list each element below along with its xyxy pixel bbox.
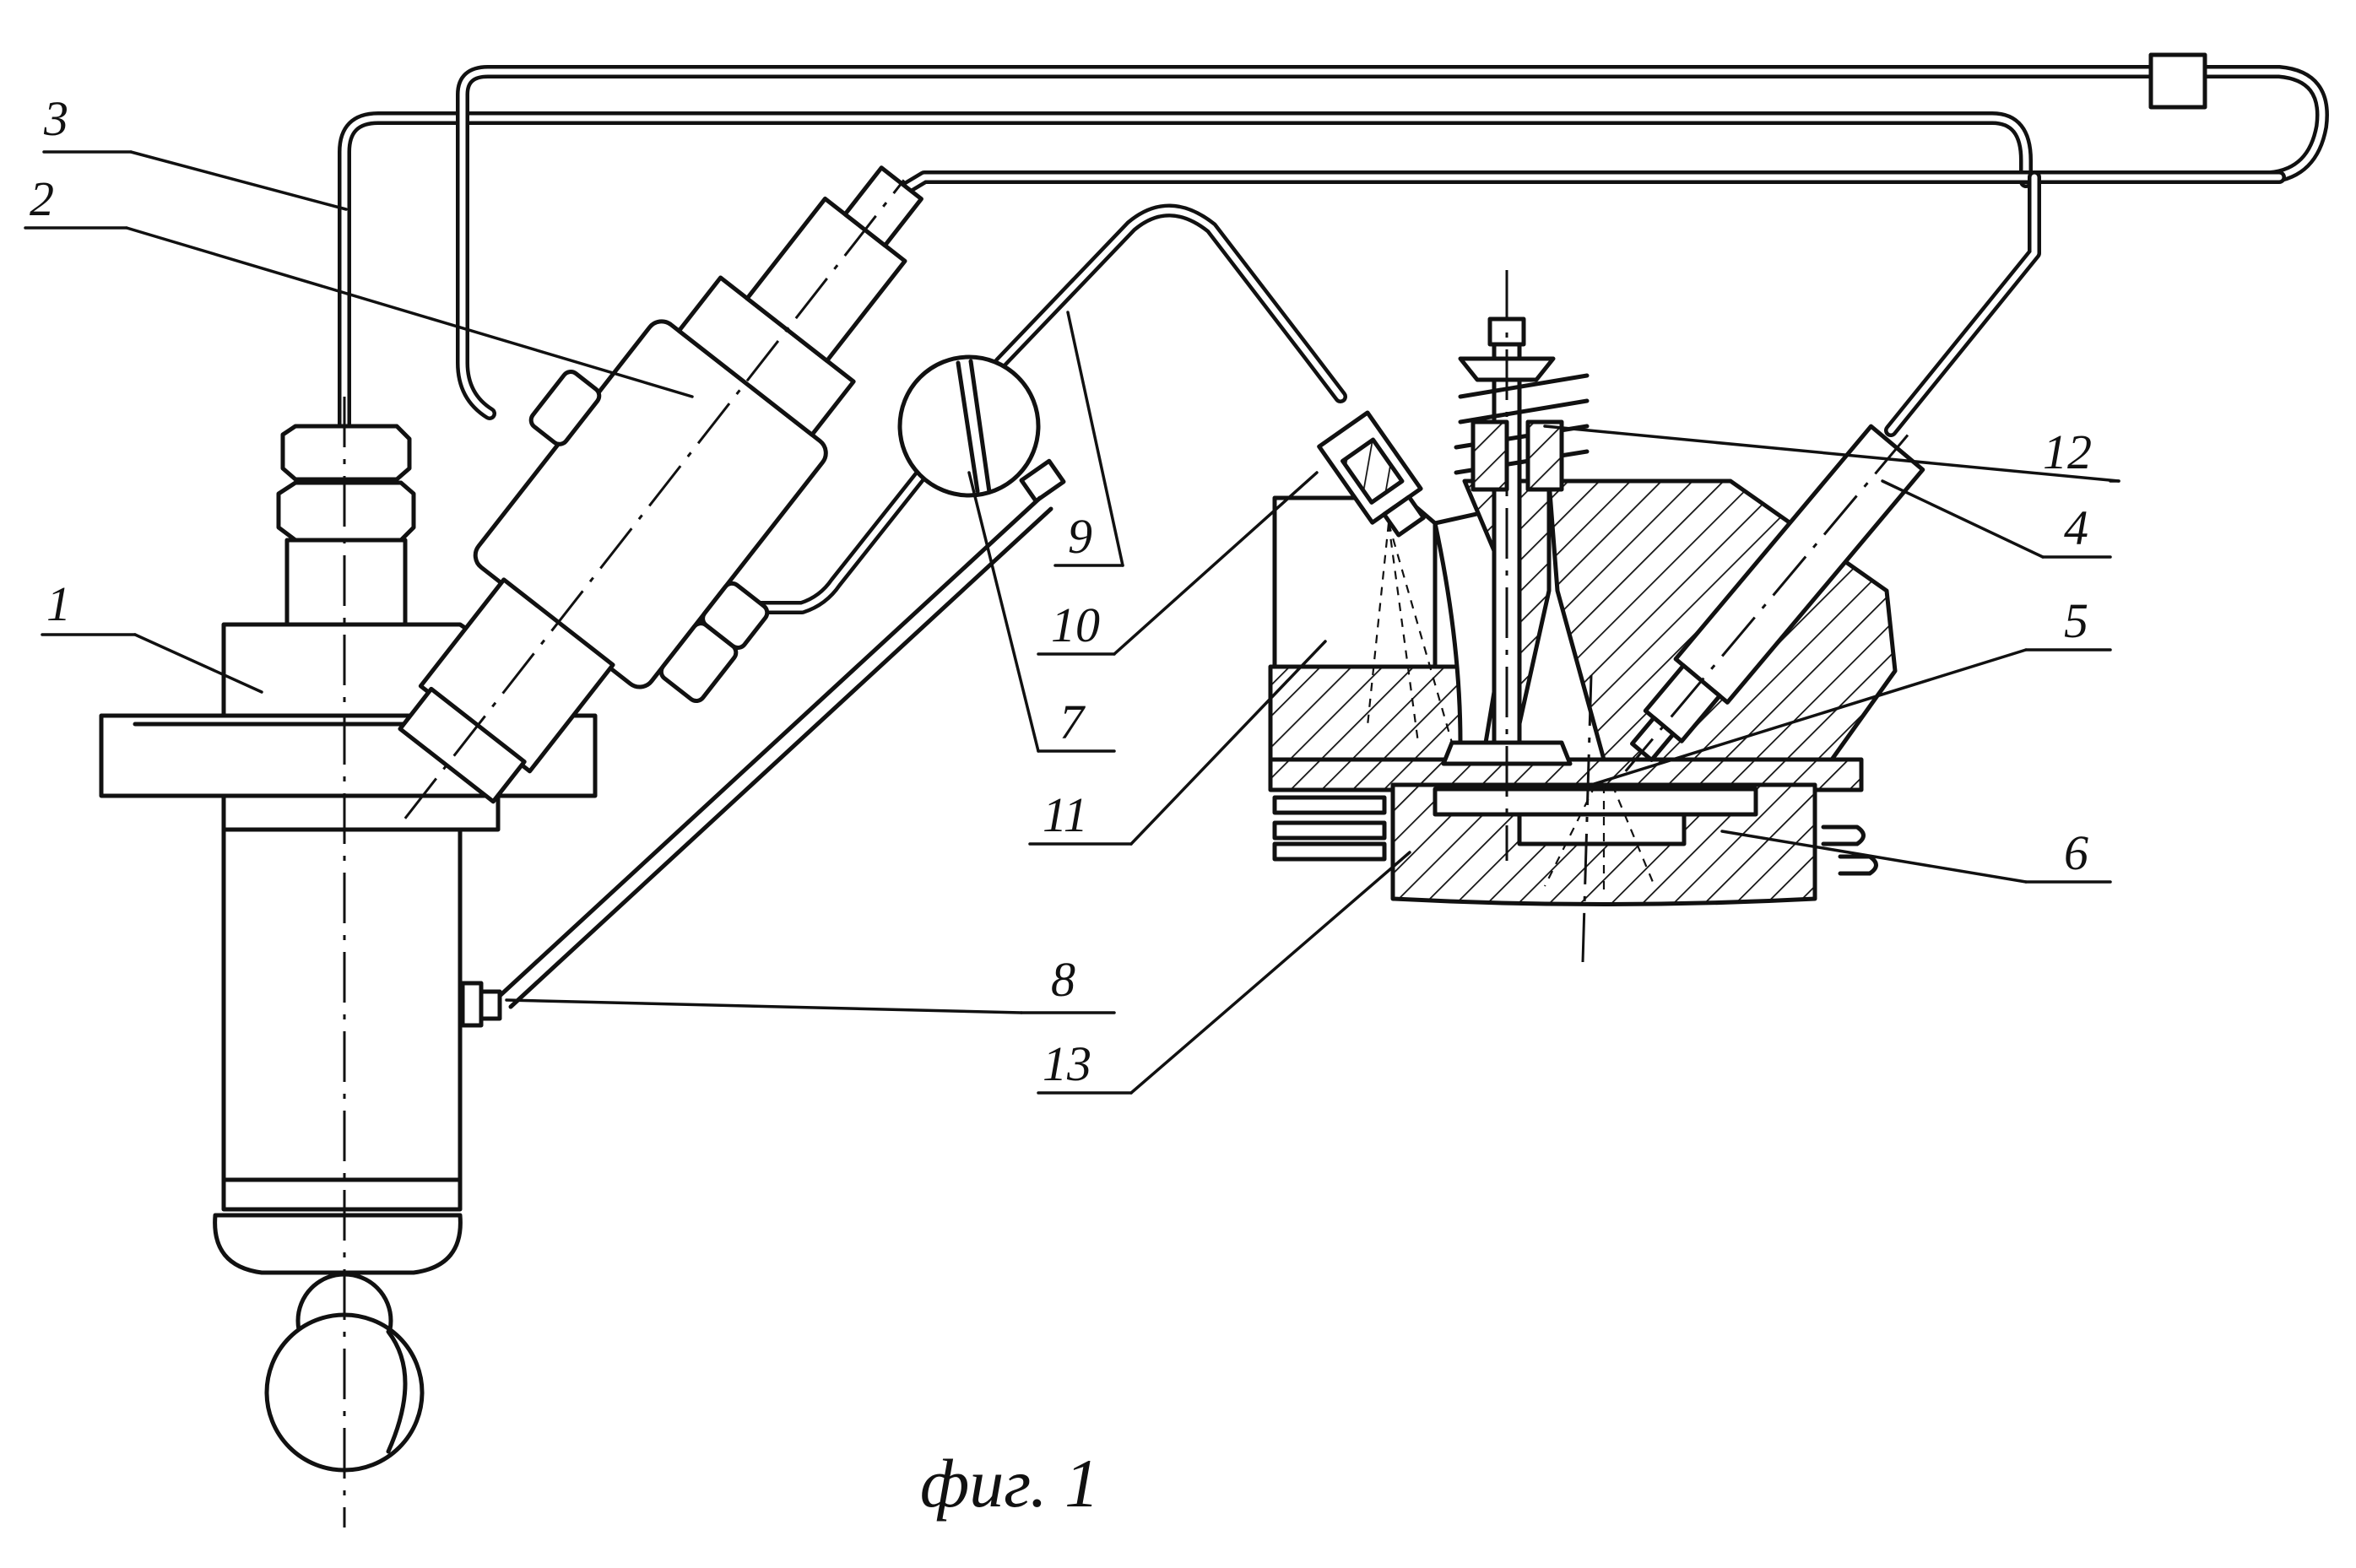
label-4: 4 xyxy=(2064,500,2088,555)
figure-caption: фиг. 1 xyxy=(920,1445,1099,1522)
line-fitting xyxy=(2151,55,2205,107)
label-2: 2 xyxy=(30,171,54,226)
label-9: 9 xyxy=(1068,509,1092,564)
label-8: 8 xyxy=(1051,952,1075,1007)
label-7: 7 xyxy=(1059,695,1086,749)
cylinder-head xyxy=(1270,270,1934,962)
label-5: 5 xyxy=(2064,593,2088,648)
label-11: 11 xyxy=(1043,787,1088,842)
label-13: 13 xyxy=(1043,1036,1091,1091)
label-6: 6 xyxy=(2064,825,2088,880)
label-3: 3 xyxy=(43,91,68,146)
label-12: 12 xyxy=(2043,424,2092,479)
label-1: 1 xyxy=(46,576,71,631)
label-10: 10 xyxy=(1051,597,1100,652)
